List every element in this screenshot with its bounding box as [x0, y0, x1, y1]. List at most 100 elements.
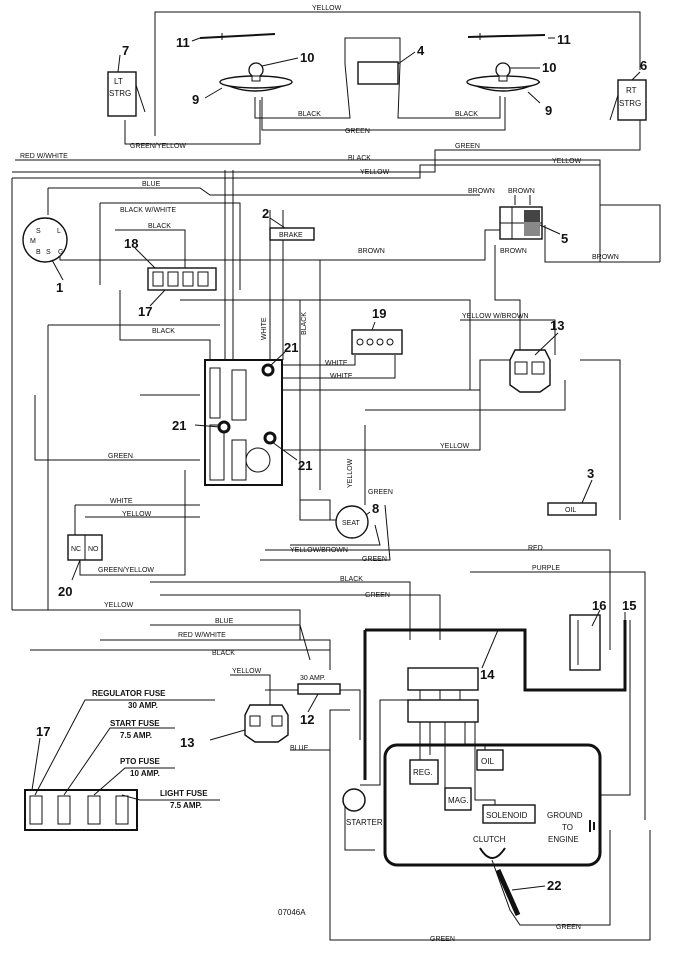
callout-21-a: 21 — [284, 340, 298, 355]
wire-label: BROWN — [468, 188, 495, 195]
wire-label: YELLOW — [347, 458, 354, 488]
pto-fuse-amp: 10 AMP. — [130, 769, 160, 778]
engine-block: REG. MAG. OIL SOLENOID CLUTCH GROUND TO … — [383, 743, 602, 867]
wire-label: GREEN — [455, 143, 480, 150]
wire-label: BLUE — [142, 181, 161, 188]
callout-13-lower: 13 — [180, 735, 194, 750]
callout-21-b: 21 — [172, 418, 186, 433]
fuse-block — [24, 699, 220, 831]
wire-label: YELLOW — [104, 602, 134, 609]
regulator-connector-13-lower — [244, 704, 289, 743]
wire-label: YELLOW — [552, 158, 582, 165]
headlamp-left — [219, 62, 293, 92]
wire-label: GREEN — [368, 489, 393, 496]
callout-8: 8 — [372, 501, 379, 516]
wire-label: WHITE — [330, 373, 353, 380]
wire-label: YELLOW/BROWN — [290, 547, 348, 554]
callout-10-left: 10 — [300, 50, 314, 65]
seat-switch: SEAT — [335, 505, 369, 539]
oil-label: OIL — [565, 507, 576, 514]
wire-labels: YELLOW GREEN/YELLOW BLACK BLACK GREEN RE… — [20, 5, 619, 943]
callout-12: 12 — [300, 712, 314, 727]
wire-label: YELLOW — [122, 511, 152, 518]
wire-label: YELLOW W/BROWN — [462, 313, 529, 320]
regulator-connector-13 — [509, 349, 551, 393]
wire-label: BROWN — [500, 248, 527, 255]
regulator-fuse-label: REGULATOR FUSE — [92, 689, 166, 698]
wire-label: BLACK — [298, 111, 321, 118]
rt-steering-switch: RT STRG — [609, 79, 647, 121]
mag-label: MAG. — [448, 796, 468, 805]
callout-21-c: 21 — [298, 458, 312, 473]
wire-label: GREEN/YELLOW — [130, 143, 186, 150]
oil-pressure-switch: OIL — [547, 502, 597, 516]
reg-label: REG. — [413, 768, 433, 777]
wire-label: YELLOW — [360, 169, 390, 176]
relay-block-18 — [147, 267, 217, 291]
wire-label: BROWN — [592, 254, 619, 261]
wire-label: BROWN — [358, 248, 385, 255]
ign-b: B — [36, 249, 41, 256]
wire-label: BLACK — [301, 312, 308, 335]
callout-10-right: 10 — [542, 60, 556, 75]
wire-label: GREEN — [362, 556, 387, 563]
light-fuse-label: LIGHT FUSE — [160, 789, 208, 798]
ign-s2: S — [46, 249, 51, 256]
wire-label: RED W/WHITE — [178, 632, 226, 639]
wire-label: BLACK — [152, 328, 175, 335]
engine-oil-label: OIL — [481, 757, 494, 766]
light-fuse-amp: 7.5 AMP. — [170, 801, 202, 810]
wire-label: BLACK — [340, 576, 363, 583]
solenoid-label: SOLENOID — [486, 811, 528, 820]
ign-m: M — [30, 238, 36, 245]
wire-label: YELLOW — [312, 5, 342, 12]
wire-label: BLUE — [290, 745, 309, 752]
fuse-legend: REGULATOR FUSE 30 AMP. START FUSE 7.5 AM… — [92, 689, 208, 810]
wire-harness — [11, 11, 661, 941]
callout-5: 5 — [561, 231, 568, 246]
headlamp-right — [466, 62, 541, 92]
callout-9-left: 9 — [192, 92, 199, 107]
callout-17-fuse: 17 — [36, 724, 50, 739]
seat-label: SEAT — [342, 520, 360, 527]
start-fuse-amp: 7.5 AMP. — [120, 731, 152, 740]
diagram-code: 07046A — [278, 908, 306, 917]
no-label: NO — [88, 546, 99, 553]
wire-label: BLACK — [148, 223, 171, 230]
battery-16 — [569, 614, 601, 671]
callout-3: 3 — [587, 466, 594, 481]
callout-9-right: 9 — [545, 103, 552, 118]
wire-label: GREEN/YELLOW — [98, 567, 154, 574]
callouts: 7 11 11 10 10 4 9 9 6 2 5 1 18 17 19 13 … — [31, 32, 647, 893]
wire-label: BLUE — [215, 618, 234, 625]
fuse-30-label: 30 AMP. — [300, 675, 326, 682]
wire-label: RED — [528, 545, 543, 552]
ignition-switch: S L M B S G — [22, 217, 68, 263]
lt-strg-label-1: LT — [114, 77, 123, 86]
callout-19: 19 — [372, 306, 386, 321]
wire-label: GREEN — [556, 924, 581, 931]
callout-2: 2 — [262, 206, 269, 221]
callout-11-left: 11 — [176, 35, 190, 50]
nc-label: NC — [71, 546, 81, 553]
callout-20: 20 — [58, 584, 72, 599]
wire-label: BLACK — [455, 111, 478, 118]
diode-22 — [495, 868, 521, 917]
callout-13-top: 13 — [550, 318, 564, 333]
ground-label-1: GROUND — [547, 811, 583, 820]
ground-label-2: TO — [562, 823, 573, 832]
wire-label: GREEN — [365, 592, 390, 599]
callout-17-relay: 17 — [138, 304, 152, 319]
wire-label: GREEN — [345, 128, 370, 135]
pto-switch: NC NO — [67, 534, 103, 561]
battery-cable-2 — [365, 620, 627, 692]
wire-label: BLACK — [348, 155, 371, 162]
wire-label: BLACK W/WHITE — [120, 207, 176, 214]
lt-strg-label-2: STRG — [109, 89, 131, 98]
starter-motor: STARTER — [342, 788, 383, 827]
callout-6: 6 — [640, 58, 647, 73]
brake-label: BRAKE — [279, 232, 303, 239]
relay-block-14 — [407, 667, 479, 723]
wire-label: RED W/WHITE — [20, 153, 68, 160]
